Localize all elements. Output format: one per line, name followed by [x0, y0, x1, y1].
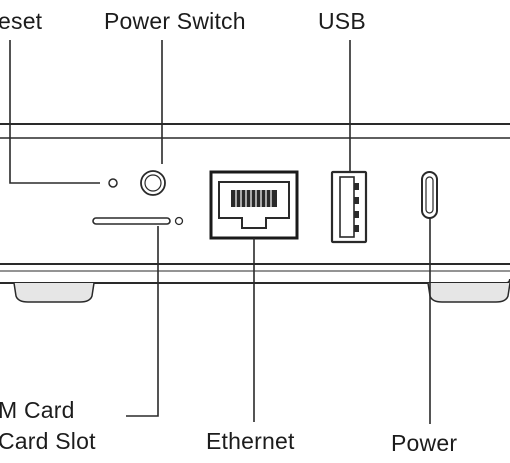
ethernet-port	[209, 170, 299, 240]
left-foot	[13, 282, 95, 303]
sim-card-label-line1: M Card	[0, 397, 75, 423]
sim-card-slot	[92, 217, 171, 225]
power-port-inner	[425, 176, 434, 214]
power-switch-inner	[144, 174, 162, 192]
sim-card-label-line2: Card Slot	[0, 428, 96, 454]
power-label: Power	[391, 430, 458, 456]
device-base	[0, 278, 510, 284]
usb-port	[330, 170, 368, 244]
right-foot	[427, 282, 510, 303]
ethernet-label: Ethernet	[206, 428, 295, 454]
reset-leader-line	[9, 40, 100, 184]
sim-indicator-led	[174, 216, 184, 226]
reset-label: eset	[0, 8, 43, 34]
usb-label: USB	[318, 8, 366, 34]
power-switch-label: Power Switch	[104, 8, 246, 34]
sim-card-leader-line	[126, 226, 159, 417]
reset-pinhole	[108, 178, 118, 188]
